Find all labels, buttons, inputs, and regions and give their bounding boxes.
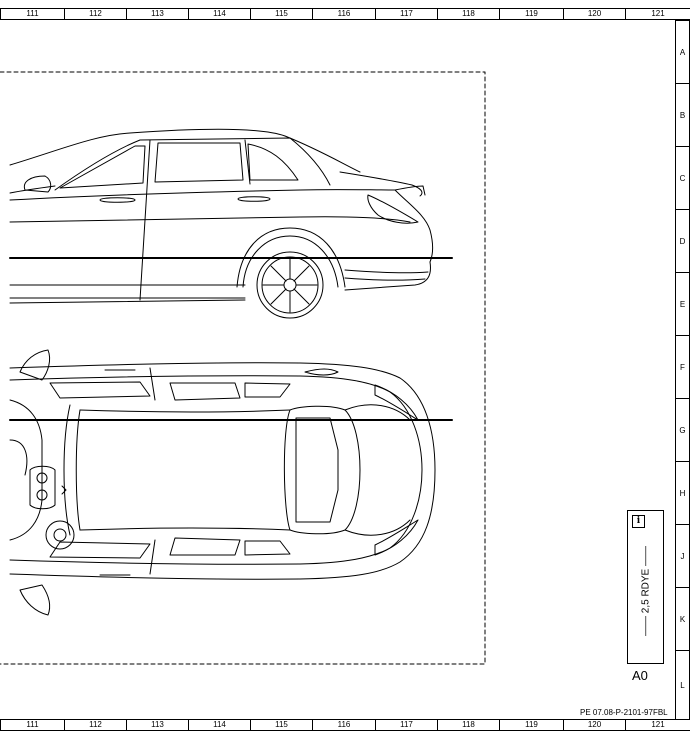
top-view-car <box>9 349 453 616</box>
info-box: i —— 2,5 RDYE —— <box>627 510 664 664</box>
row-label: J <box>675 524 690 587</box>
column-ruler-bottom: 111 112 113 114 115 116 117 118 119 120 … <box>0 719 690 731</box>
detail-frame <box>0 71 486 665</box>
column-label: 115 <box>250 719 312 731</box>
row-label: H <box>675 461 690 524</box>
column-label: 112 <box>64 719 126 731</box>
drawing-reference: PE 07.08-P-2101-97FBL <box>580 708 668 717</box>
row-label: G <box>675 398 690 461</box>
row-label: D <box>675 209 690 272</box>
column-label: 117 <box>375 719 437 731</box>
column-label: 115 <box>250 8 312 20</box>
column-label: 116 <box>312 719 375 731</box>
line-spec-label: —— 2,5 RDYE —— <box>640 545 652 637</box>
column-label: 117 <box>375 8 437 20</box>
column-label: 118 <box>437 719 499 731</box>
row-label: C <box>675 146 690 209</box>
column-label: 119 <box>499 8 563 20</box>
column-label: 113 <box>126 8 188 20</box>
side-view-car <box>9 128 453 319</box>
column-label: 121 <box>625 719 690 731</box>
info-icon: i <box>632 515 645 528</box>
row-label: K <box>675 587 690 650</box>
row-label: E <box>675 272 690 335</box>
row-label: B <box>675 83 690 146</box>
row-label: L <box>675 650 690 719</box>
column-label: 118 <box>437 8 499 20</box>
column-label: 121 <box>625 8 690 20</box>
column-label: 120 <box>563 8 625 20</box>
column-label: 114 <box>188 8 250 20</box>
column-label: 116 <box>312 8 375 20</box>
column-ruler-top: 111 112 113 114 115 116 117 118 119 120 … <box>0 8 690 20</box>
column-label: 114 <box>188 719 250 731</box>
column-label: 112 <box>64 8 126 20</box>
row-label: A <box>675 20 690 83</box>
column-label: 113 <box>126 719 188 731</box>
frame-size-label: A0 <box>632 668 648 683</box>
column-label: 120 <box>563 719 625 731</box>
column-label: 111 <box>0 8 64 20</box>
row-label: F <box>675 335 690 398</box>
column-label: 111 <box>0 719 64 731</box>
column-label: 119 <box>499 719 563 731</box>
row-ruler-right: A B C D E F G H J K L <box>675 20 690 719</box>
